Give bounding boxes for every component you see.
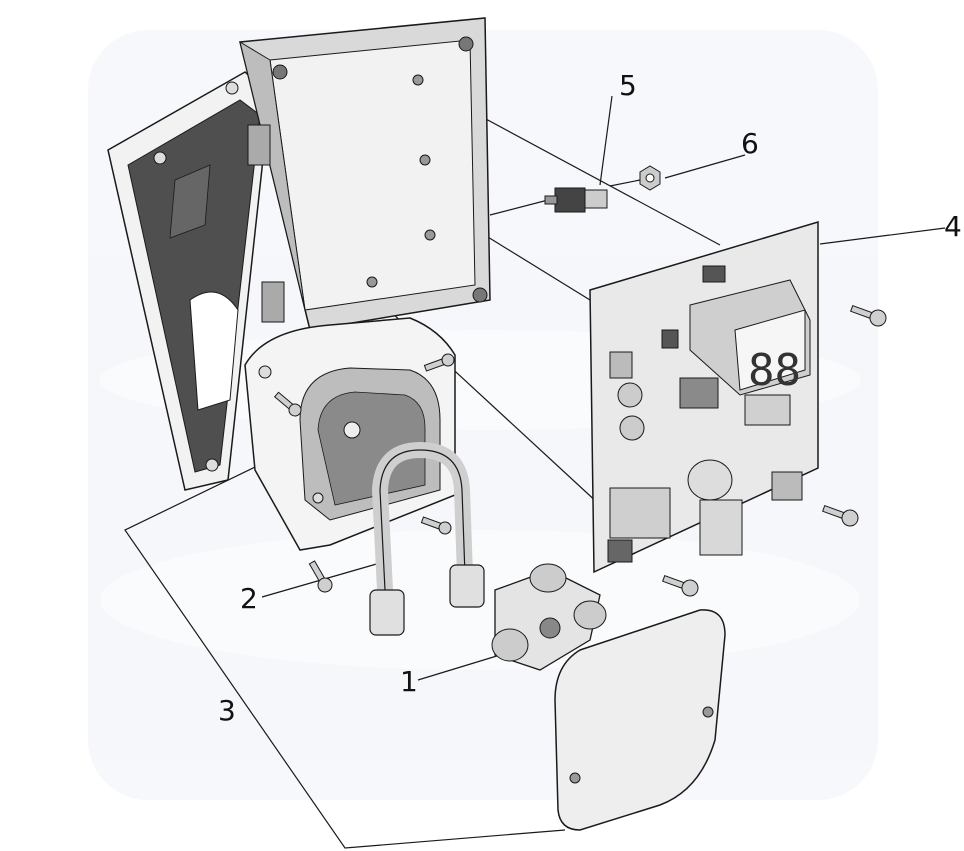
callout-5: 5 [619,69,637,102]
roller-rotor [491,563,607,671]
front-cover [554,609,726,831]
enclosure-lid [107,71,271,491]
callout-4: 4 [944,210,962,243]
pump-head-housing [244,317,456,551]
svg-text:88: 88 [748,345,801,396]
enclosure-box [239,17,491,331]
seven-segment-display: 88 [689,279,811,396]
callout-3: 3 [218,694,236,727]
circuit-board: 88 [589,220,819,574]
callout-1: 1 [400,665,418,698]
hex-nut [639,165,661,191]
pump-tube [369,441,485,636]
callout-2: 2 [240,582,258,615]
screws [273,304,887,597]
callout-6: 6 [741,127,759,160]
toggle-switch [544,187,608,213]
